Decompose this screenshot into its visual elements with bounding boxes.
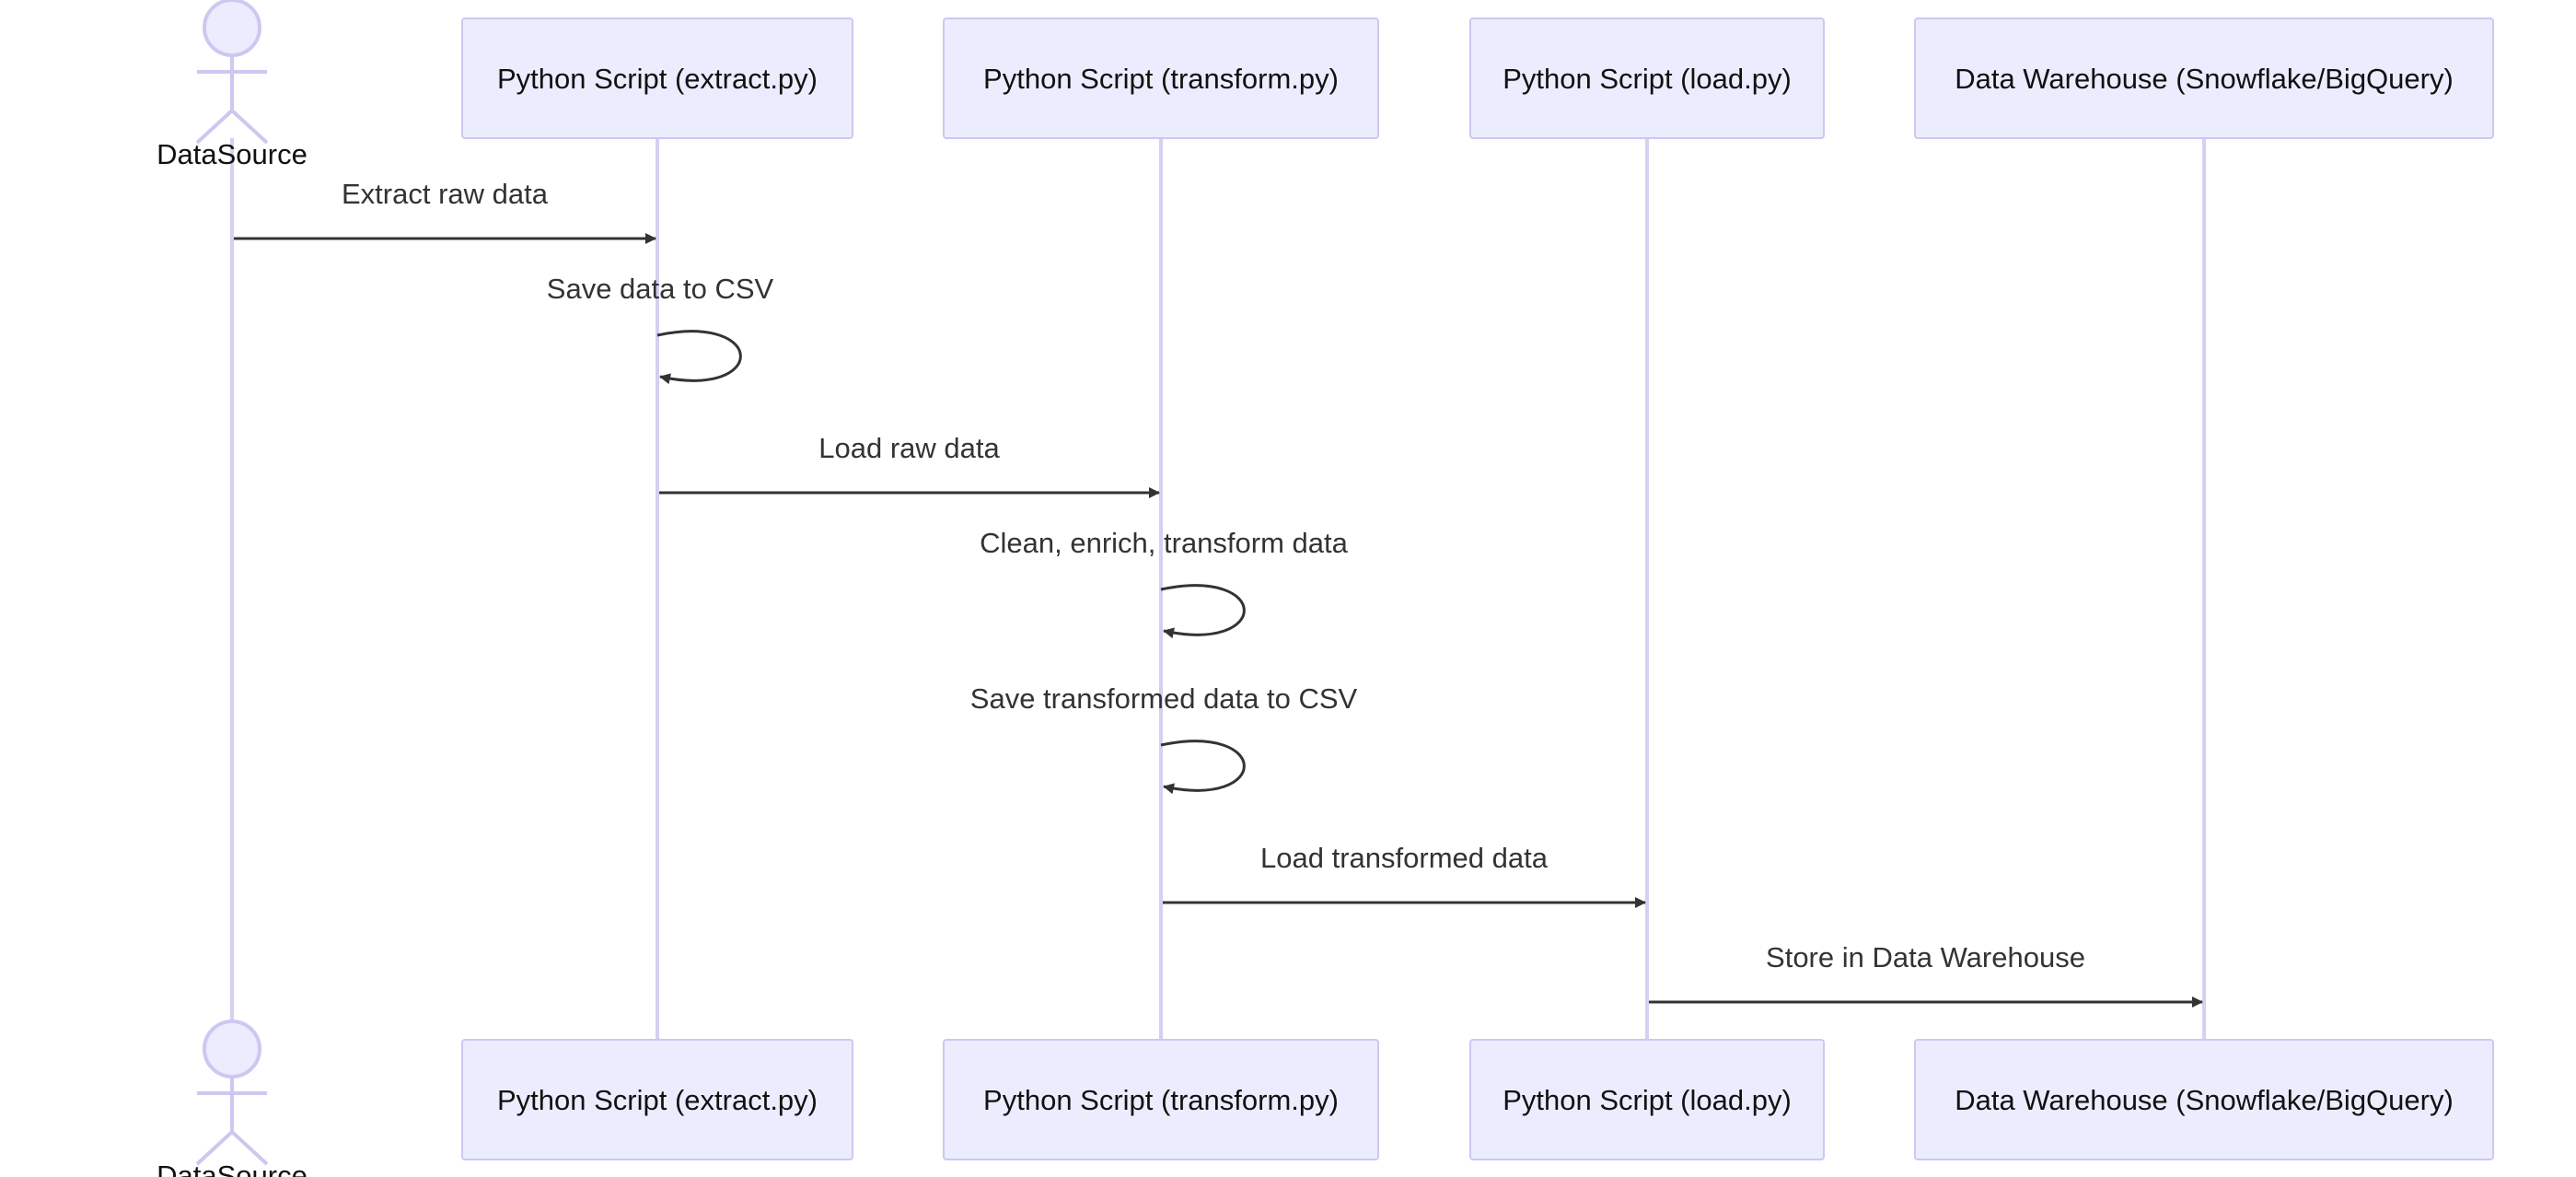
participant-label: Python Script (load.py) [1503, 1084, 1792, 1116]
participant-rect [1914, 17, 2494, 139]
person-icon [195, 1020, 269, 1166]
participant-rect [461, 1039, 853, 1160]
participant-label: Python Script (transform.py) [983, 1084, 1339, 1116]
actor-bottom: DataSource [157, 1020, 307, 1177]
participant-label: Python Script (extract.py) [497, 1084, 818, 1116]
message-arrow: Store in Data Warehouse [1649, 941, 2203, 1008]
self-message-line [1160, 740, 1246, 795]
message-label: Extract raw data [342, 178, 549, 210]
participant-label: Data Warehouse (Snowflake/BigQuery) [1955, 1084, 2454, 1116]
participant-label: Data Warehouse (Snowflake/BigQuery) [1955, 63, 2454, 95]
participant-label: Python Script (load.py) [1503, 63, 1792, 95]
participant-box-top: Python Script (load.py) [1469, 17, 1825, 139]
participant-box-bottom: Python Script (transform.py) [943, 1039, 1379, 1160]
participant-box-top: Data Warehouse (Snowflake/BigQuery) [1914, 17, 2494, 139]
message-arrow: Load raw data [659, 432, 1160, 498]
participant-rect [461, 17, 853, 139]
participant-rect [1914, 1039, 2494, 1160]
person-icon [195, 0, 269, 145]
participants-bottom: DataSource Python Script (extract.py) Pyth… [157, 1020, 2494, 1177]
message-label: Load raw data [818, 432, 1000, 464]
participant-rect [943, 17, 1379, 139]
participants-top: DataSource Python Script (extract.py) Pyth… [157, 0, 2494, 170]
actor-top: DataSource [157, 0, 307, 170]
self-message: Clean, enrich, transform data [980, 527, 1349, 639]
participant-box-bottom: Data Warehouse (Snowflake/BigQuery) [1914, 1039, 2494, 1160]
message-label: Save transformed data to CSV [970, 682, 1358, 715]
message-label: Store in Data Warehouse [1766, 941, 2085, 973]
actor-label: DataSource [157, 1160, 307, 1177]
message-label: Clean, enrich, transform data [980, 527, 1349, 559]
message-label: Load transformed data [1260, 842, 1549, 874]
self-message-line [1160, 584, 1246, 639]
message-label: Save data to CSV [547, 273, 774, 305]
participant-rect [1469, 1039, 1825, 1160]
actor-label: DataSource [157, 138, 307, 170]
self-message: Save data to CSV [547, 273, 774, 385]
participant-box-bottom: Python Script (extract.py) [461, 1039, 853, 1160]
self-message: Save transformed data to CSV [970, 682, 1358, 795]
self-message-line [656, 330, 742, 385]
participant-rect [1469, 17, 1825, 139]
message-arrow: Extract raw data [234, 178, 656, 244]
participant-box-top: Python Script (extract.py) [461, 17, 853, 139]
participant-box-top: Python Script (transform.py) [943, 17, 1379, 139]
participant-rect [943, 1039, 1379, 1160]
participant-box-bottom: Python Script (load.py) [1469, 1039, 1825, 1160]
participant-label: Python Script (transform.py) [983, 63, 1339, 95]
participant-label: Python Script (extract.py) [497, 63, 818, 95]
message-arrow: Load transformed data [1163, 842, 1646, 908]
